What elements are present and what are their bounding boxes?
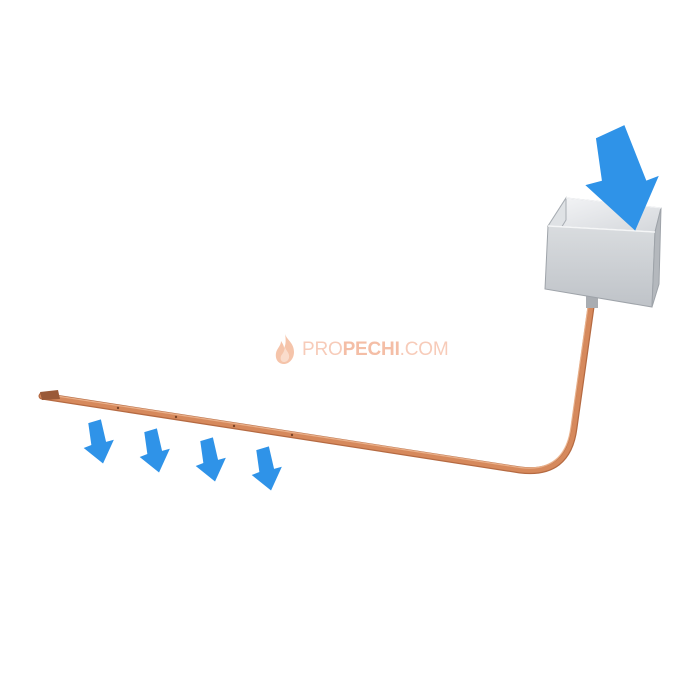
watermark-text: PROPECHI.COM bbox=[302, 338, 449, 360]
pipe-holes bbox=[116, 406, 294, 437]
copper-pipe bbox=[38, 294, 598, 475]
arrow-down-icon bbox=[83, 419, 114, 464]
collector-box bbox=[544, 196, 662, 308]
pipe-end bbox=[40, 390, 60, 400]
arrow-down-icon bbox=[251, 446, 282, 491]
arrow-down-icon bbox=[139, 428, 170, 473]
drip-arrows bbox=[83, 419, 282, 491]
arrow-down-icon bbox=[195, 437, 226, 482]
watermark-text-domain: .COM bbox=[399, 338, 449, 360]
watermark-logo: PROPECHI.COM bbox=[272, 333, 449, 365]
watermark-text-pro: PRO bbox=[302, 338, 343, 360]
arrow-down-icon bbox=[585, 125, 659, 231]
flame-icon bbox=[275, 334, 294, 364]
watermark-text-pechi: PECHI bbox=[342, 338, 400, 360]
